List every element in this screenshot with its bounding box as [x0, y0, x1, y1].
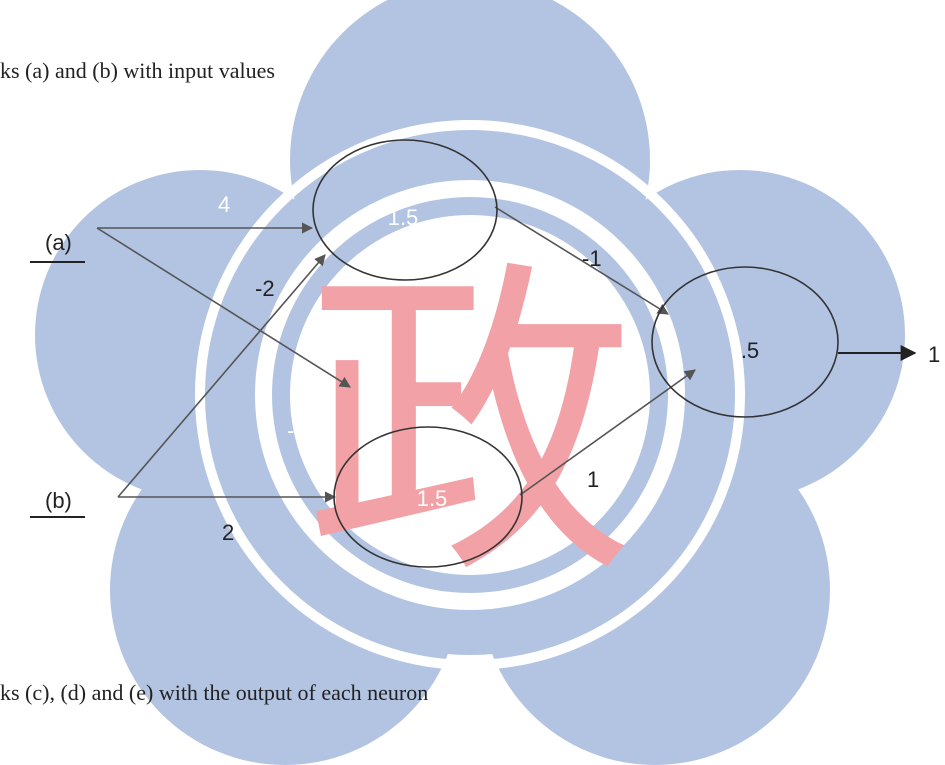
weight-bottom-to-output: 1 — [587, 467, 599, 492]
edge-a-to-bottom — [96, 227, 351, 388]
instruction-bottom: ks (c), (d) and (e) with the output of e… — [0, 680, 428, 705]
instruction-top: ks (a) and (b) with input values — [0, 58, 275, 83]
university-seal-watermark: 政 — [35, 0, 905, 765]
weight-b-to-bottom: 2 — [222, 520, 234, 545]
connections — [96, 206, 917, 503]
network-output-value: 1 — [928, 342, 940, 367]
neuron-output-threshold: .5 — [741, 338, 759, 363]
weight-top-to-output: -1 — [582, 246, 602, 271]
neuron-output: .5 — [651, 266, 839, 418]
seal-glyph: 政 — [305, 247, 635, 612]
neuron-hidden-bottom: 1.5 — [333, 426, 523, 568]
edge-top-to-output — [494, 206, 669, 315]
neuron-hidden-top: 1.5 — [312, 139, 498, 281]
neuron-hidden-top-threshold: 1.5 — [388, 205, 419, 230]
input-b: (b) — [30, 488, 85, 518]
input-a-label: (a) — [45, 230, 72, 255]
input-a: (a) — [30, 230, 85, 263]
input-b-label: (b) — [45, 488, 72, 513]
neuron-hidden-bottom-threshold: 1.5 — [417, 486, 448, 511]
weight-labels: 4 -2 -1 2 -1 1 — [218, 192, 602, 545]
weight-a-to-bottom: -1 — [287, 418, 307, 443]
seal-inner-ring — [290, 215, 650, 575]
weight-b-to-top: -2 — [255, 276, 275, 301]
edge-bottom-to-output — [519, 369, 696, 496]
edge-b-to-top — [117, 254, 326, 498]
weight-a-to-top: 4 — [218, 192, 230, 217]
seal-outer-ring — [195, 120, 745, 670]
